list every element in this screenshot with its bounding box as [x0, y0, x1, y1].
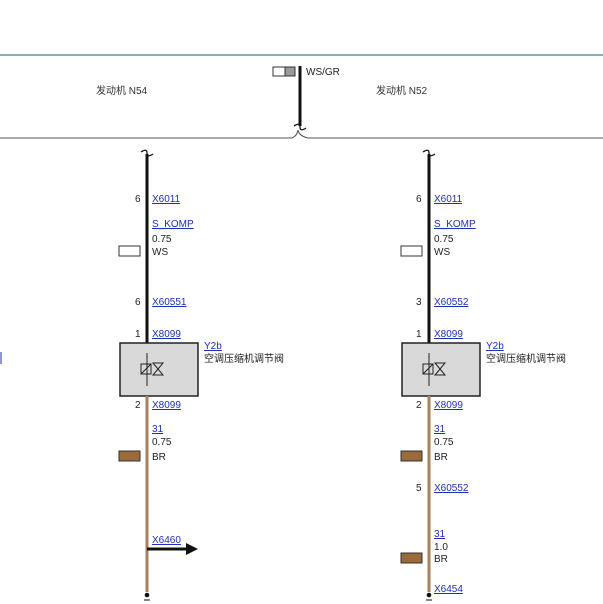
left-pin-x8099-top: 1 — [135, 329, 141, 340]
arrow-right-icon — [186, 543, 198, 555]
right-pin-x60552-b: 5 — [416, 483, 422, 494]
top-wire-color-label: WS/GR — [306, 67, 340, 78]
left-br-swatch — [118, 450, 141, 462]
right-solenoid-valve-icon — [422, 353, 447, 386]
left-signal-color: WS — [152, 247, 168, 258]
right-link-x8099-top[interactable]: X8099 — [434, 329, 463, 340]
left-ground-terminal — [144, 592, 150, 598]
right-ground2-size: 1.0 — [434, 542, 448, 553]
right-ground1-link[interactable]: 31 — [434, 424, 446, 435]
right-pin-x8099-bottom: 2 — [416, 400, 422, 411]
right-ground1-size: 0.75 — [434, 437, 454, 448]
right-link-x60552-b[interactable]: X60552 — [434, 483, 469, 494]
left-ground-link[interactable]: 31 — [152, 424, 164, 435]
left-wire-break-top — [140, 149, 154, 157]
right-component-name: 空调压缩机调节阀 — [486, 352, 566, 365]
left-pin-x6011: 6 — [135, 194, 141, 205]
left-ground-color: BR — [152, 452, 166, 463]
wire-color-swatch-wsgr-gray — [284, 66, 296, 77]
left-link-x60551[interactable]: X60551 — [152, 297, 187, 308]
engine-n54-label: 发动机 N54 — [96, 84, 148, 97]
right-ground1-color: BR — [434, 452, 448, 463]
left-link-x6460[interactable]: X6460 — [152, 535, 181, 546]
right-link-x8099-bottom[interactable]: X8099 — [434, 400, 463, 411]
top-wire-break — [293, 123, 307, 131]
right-br-swatch-2 — [400, 552, 423, 564]
right-ground2-color: BR — [434, 554, 448, 565]
right-ground-terminal — [426, 592, 432, 598]
right-br-swatch-1 — [400, 450, 423, 462]
left-component-id[interactable]: Y2b — [204, 341, 222, 352]
right-wire-break-top — [422, 149, 436, 157]
right-link-x60552[interactable]: X60552 — [434, 297, 469, 308]
left-component-name: 空调压缩机调节阀 — [204, 352, 284, 365]
right-ground2-link[interactable]: 31 — [434, 529, 446, 540]
right-signal-size: 0.75 — [434, 234, 454, 245]
right-link-x6454[interactable]: X6454 — [434, 584, 463, 595]
right-component-id[interactable]: Y2b — [486, 341, 504, 352]
left-link-x8099-bottom[interactable]: X8099 — [152, 400, 181, 411]
left-pin-x8099-bottom: 2 — [135, 400, 141, 411]
left-link-x8099-top[interactable]: X8099 — [152, 329, 181, 340]
right-pin-x6011: 6 — [416, 194, 422, 205]
left-signal-size: 0.75 — [152, 234, 172, 245]
right-signal-color: WS — [434, 247, 450, 258]
right-pin-x60552: 3 — [416, 297, 422, 308]
left-link-x6011[interactable]: X6011 — [152, 194, 181, 205]
header-split-bracket — [291, 129, 309, 139]
right-ws-swatch — [400, 245, 423, 257]
right-pin-x8099-top: 1 — [416, 329, 422, 340]
left-ws-swatch — [118, 245, 141, 257]
left-solenoid-valve-icon — [140, 353, 165, 386]
left-pin-x60551: 6 — [135, 297, 141, 308]
right-link-x6011[interactable]: X6011 — [434, 194, 463, 205]
right-signal-link[interactable]: S_KOMP — [434, 219, 476, 230]
left-ground-size: 0.75 — [152, 437, 172, 448]
engine-n52-label: 发动机 N52 — [376, 84, 428, 97]
left-signal-link[interactable]: S_KOMP — [152, 219, 194, 230]
